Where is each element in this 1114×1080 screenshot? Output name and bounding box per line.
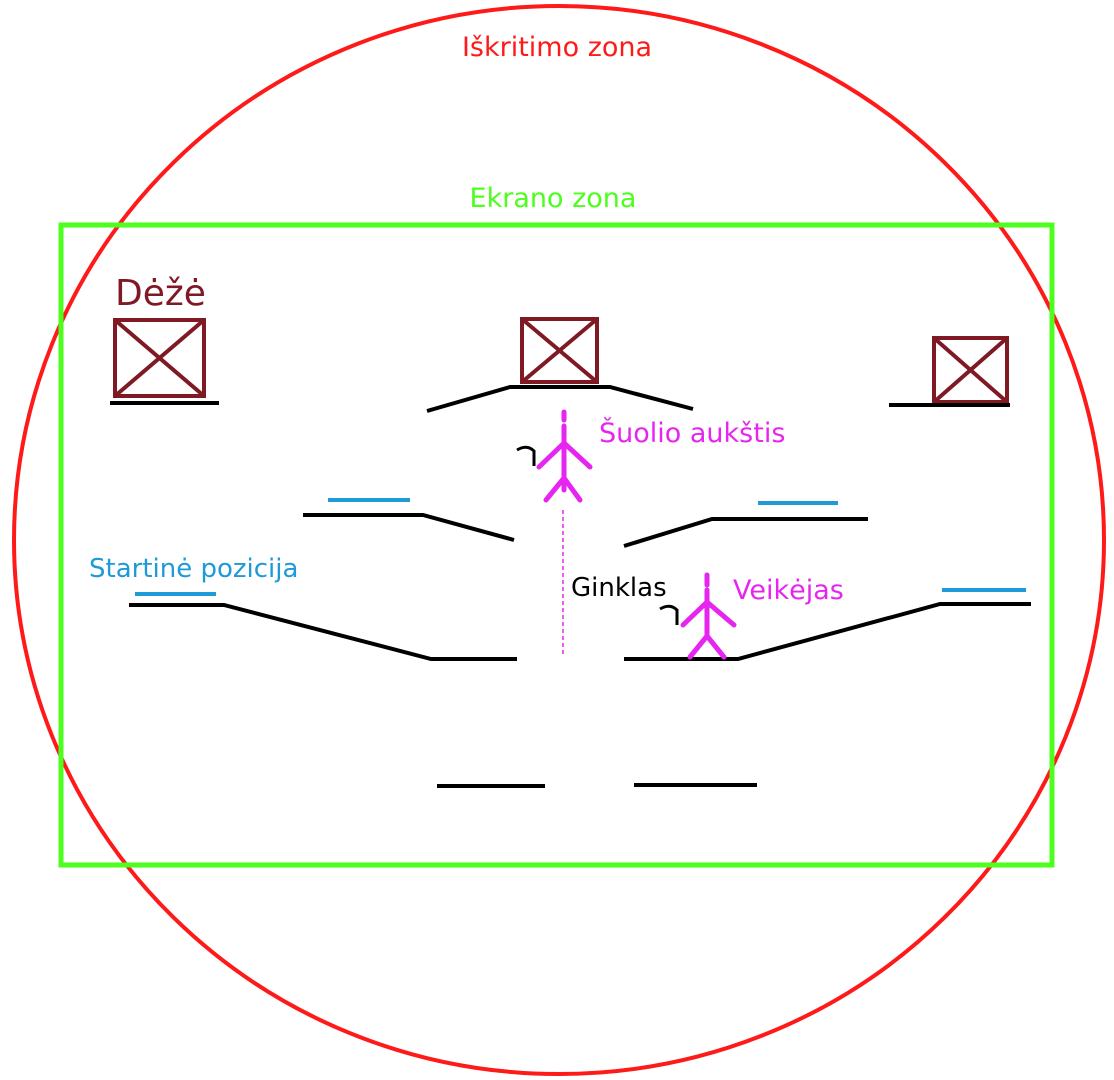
character-jumping	[536, 409, 593, 503]
jump-height-label: Šuolio aukštis	[599, 417, 785, 449]
box-label: Dėžė	[115, 273, 206, 314]
character-label: Veikėjas	[733, 575, 844, 606]
platform-top-center	[426, 385, 694, 413]
weapon-icon-jumping	[516, 445, 536, 466]
box-center	[520, 317, 599, 384]
fall-zone-circle	[12, 4, 1106, 1076]
weapon-icon-standing	[659, 604, 679, 625]
start-position-label: Startinė pozicija	[89, 554, 298, 584]
platform-low-right	[624, 602, 1031, 661]
screen-zone-label: Ekrano zona	[470, 183, 637, 214]
box-right	[932, 336, 1009, 404]
platform-low-left	[129, 603, 517, 661]
weapon-label: Ginklas	[571, 573, 667, 603]
box-left	[113, 318, 206, 398]
platform-mid-left	[303, 513, 515, 542]
screen-zone-rect	[58, 222, 1055, 868]
character-standing	[680, 572, 737, 660]
platform-mid-right	[623, 517, 868, 548]
fall-zone-label: Iškritimo zona	[462, 32, 652, 63]
